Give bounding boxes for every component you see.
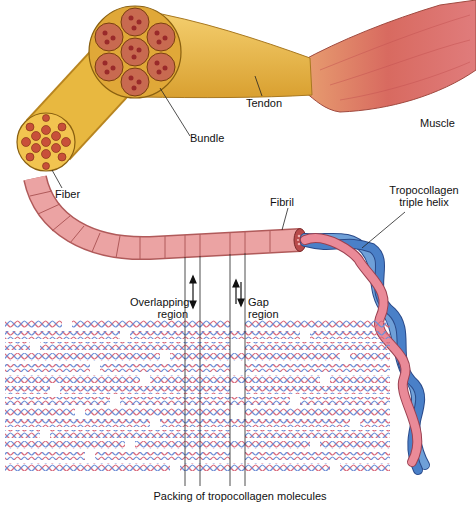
part-label: Tendon <box>246 97 306 109</box>
leader-lines <box>52 76 405 248</box>
part-label: Bundle <box>190 132 250 144</box>
part-label: Fibril <box>270 196 320 208</box>
region-arrows <box>190 276 244 308</box>
part-label: Muscle <box>420 117 476 129</box>
fibril-tube <box>30 178 306 259</box>
part-label: Gap region <box>248 296 298 320</box>
part-label: Packing of tropocollagen molecules <box>120 490 360 502</box>
projection-lines <box>185 253 245 486</box>
part-label: Tropocollagen triple helix <box>378 184 470 208</box>
part-label: Overlapping region <box>130 296 188 320</box>
molecule-packing <box>5 319 390 472</box>
part-label: Fiber <box>55 188 105 200</box>
fiber-section <box>17 113 75 171</box>
muscle-shape <box>300 0 476 112</box>
bundle-section <box>89 6 181 98</box>
